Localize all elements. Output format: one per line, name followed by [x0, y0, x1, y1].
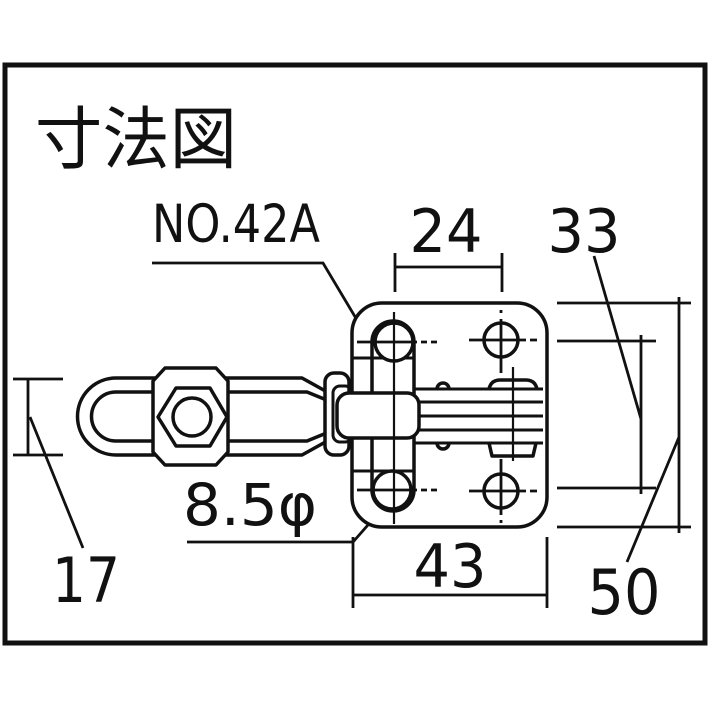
rod-top-inner-line [215, 390, 330, 403]
page-title: 寸法図 [35, 101, 237, 180]
channel-top-bump [435, 381, 451, 390]
dim-17-label: 17 [52, 544, 120, 617]
dim-33-label: 33 [548, 197, 621, 267]
channel-bottom-bump [435, 442, 451, 451]
dim-24-lines [393, 253, 504, 292]
dim-24-label: 24 [410, 197, 483, 267]
part-label-leader-line [152, 261, 359, 321]
clamp-drawing [75, 301, 549, 529]
part-label: NO.42A [152, 194, 320, 255]
nut-flange-outline [151, 366, 230, 467]
dimension-lines [13, 253, 691, 608]
dim-17-lines [13, 377, 85, 549]
handle-inner-outline [89, 390, 160, 443]
rod-bottom-inner-line [215, 430, 330, 443]
spindle-channel-lines [413, 387, 543, 445]
dim-43-lines [351, 537, 549, 608]
crosshair-bottom-right [469, 459, 537, 523]
nut-bore-circle [171, 396, 213, 438]
dim-50-lines [557, 297, 691, 563]
hex-nut-outline [156, 386, 229, 448]
rod-top-outer-line [215, 376, 330, 395]
crosshair-top-right [469, 310, 537, 373]
dim-43-label: 43 [414, 532, 487, 602]
rod-bottom-outer-line [215, 438, 330, 457]
spindle-hub-block [335, 391, 421, 440]
dim-50-label: 50 [588, 556, 661, 629]
dim-33-lines [557, 255, 656, 494]
dim-85-label: 8.5φ [183, 471, 317, 539]
hole-crosshairs [357, 310, 537, 524]
handle-outer-outline [75, 376, 160, 457]
